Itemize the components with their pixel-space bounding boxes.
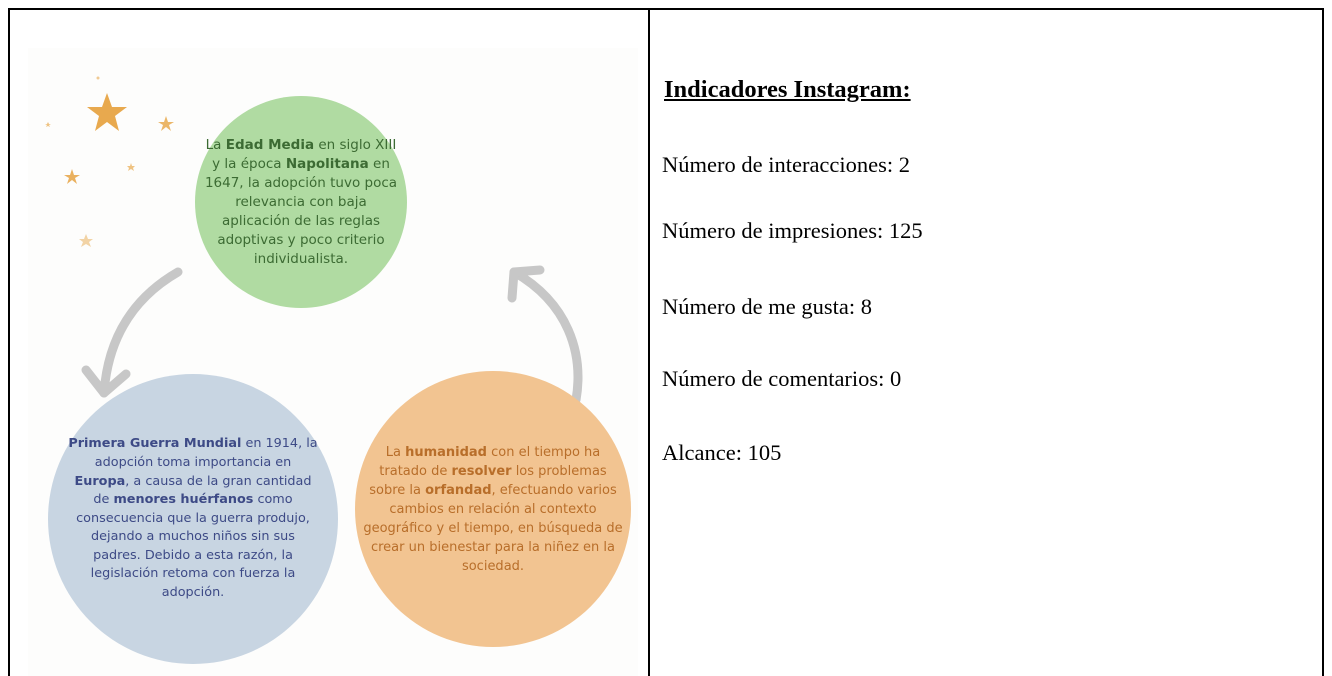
adoption-history-infographic: La Edad Media en siglo XIII y la época N… [28,48,638,676]
humanidad-text: La humanidad con el tiempo ha tratado de… [363,444,623,574]
humanidad-circle: La humanidad con el tiempo ha tratado de… [355,371,631,647]
comments-stat: Número de comentarios: 0 [662,366,902,391]
primera-guerra-text: Primera Guerra Mundial en 1914, la adopc… [68,436,318,601]
star-icon [158,116,174,131]
arrow-left-head-icon [81,365,131,398]
interactions-stat: Número de interacciones: 2 [662,152,911,177]
decorative-stars [45,76,174,247]
impressions-stat: Número de impresiones: 125 [662,218,923,243]
star-icon [45,122,51,127]
likes-stat: Número de me gusta: 8 [662,294,872,319]
column-divider [648,8,650,676]
left-cell: La Edad Media en siglo XIII y la época N… [10,10,648,676]
edad-media-circle: La Edad Media en siglo XIII y la época N… [195,96,407,308]
edad-media-text: La Edad Media en siglo XIII y la época N… [204,136,398,267]
reach-stat: Alcance: 105 [662,440,782,465]
right-cell: Indicadores Instagram: Número de interac… [650,10,1322,676]
arrow-left-down-icon [99,267,183,398]
table-frame [8,8,1324,676]
arrow-right-head-icon [507,265,545,303]
star-icon [64,169,80,184]
primera-guerra-circle: Primera Guerra Mundial en 1914, la adopc… [48,374,338,664]
star-icon [79,234,93,247]
large-star-icon [87,93,127,131]
indicators-heading: Indicadores Instagram: [664,76,911,103]
arrow-right-up-icon [509,267,583,405]
cycle-arrows [81,265,583,405]
star-dot-icon [96,76,100,80]
star-icon [127,163,135,171]
